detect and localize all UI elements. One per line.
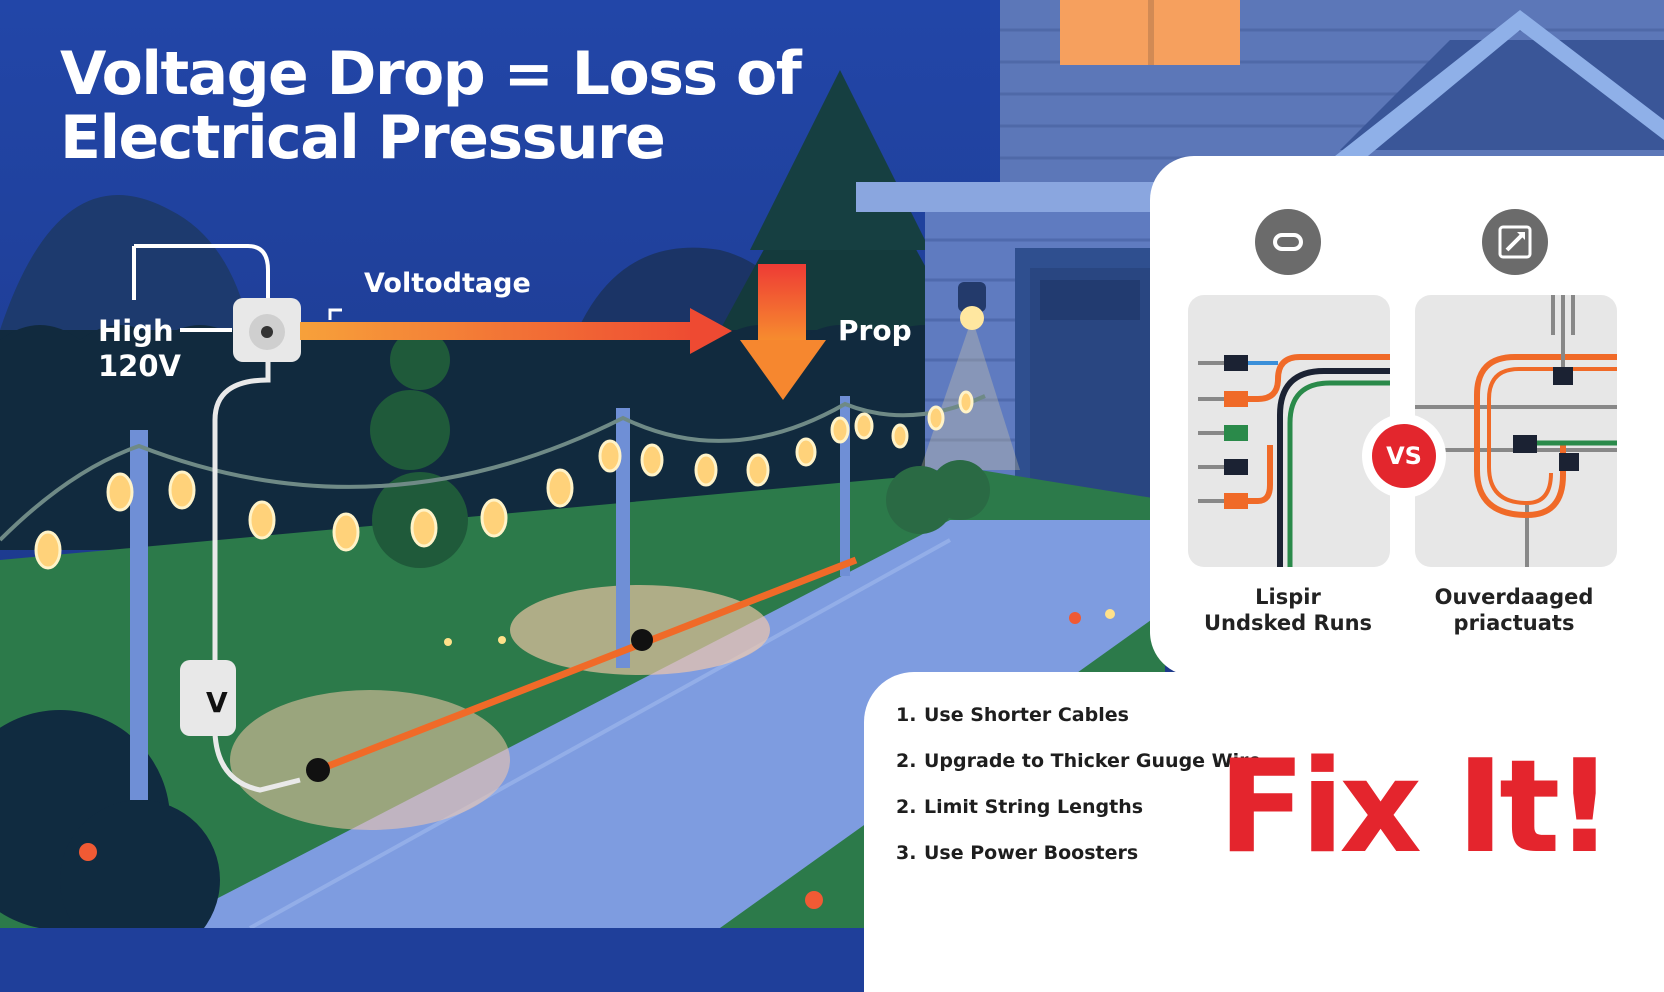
left-caption-line-2: Undsked Runs	[1203, 611, 1373, 635]
versus-badge: VS	[1362, 414, 1446, 498]
left-caption-line-1: Lispir	[1255, 585, 1321, 609]
night-yard-scene	[0, 0, 1664, 928]
source-voltage-label: High 120V	[98, 314, 181, 384]
title-line-1: Voltage Drop = Loss of	[60, 39, 802, 109]
left-caption: Lispir Undsked Runs	[1168, 584, 1408, 636]
title-line-2: Electrical Pressure	[60, 103, 666, 173]
fix-item: 2.Limit String Lengths	[896, 796, 1144, 818]
right-caption-line-2: priactuats	[1453, 611, 1575, 635]
drop-arrow-label: Prop	[838, 314, 912, 347]
source-label-line-1: High	[98, 314, 174, 348]
voltage-arrow-label: Voltodtage	[364, 268, 531, 299]
source-label-line-2: 120V	[98, 349, 181, 383]
fix-list: 1.Use Shorter Cables 2.Upgrade to Thicke…	[896, 704, 1261, 888]
fix-item: 3.Use Power Boosters	[896, 842, 1139, 864]
right-caption: Ouverdaaged priactuats	[1394, 584, 1634, 636]
voltmeter-label: V	[206, 686, 228, 719]
overloaded-products-illustration	[1415, 295, 1617, 567]
versus-label: VS	[1372, 424, 1436, 488]
fix-it-heading: Fix It!	[1218, 733, 1614, 882]
fix-item: 2.Upgrade to Thicker Guuge Wire	[896, 750, 1262, 772]
page-title: Voltage Drop = Loss of Electrical Pressu…	[60, 39, 802, 173]
long-runs-illustration	[1188, 295, 1390, 567]
fix-item: 1.Use Shorter Cables	[896, 704, 1129, 726]
expand-icon	[1482, 209, 1548, 275]
right-caption-line-1: Ouverdaaged	[1434, 585, 1594, 609]
plug-icon	[1255, 209, 1321, 275]
